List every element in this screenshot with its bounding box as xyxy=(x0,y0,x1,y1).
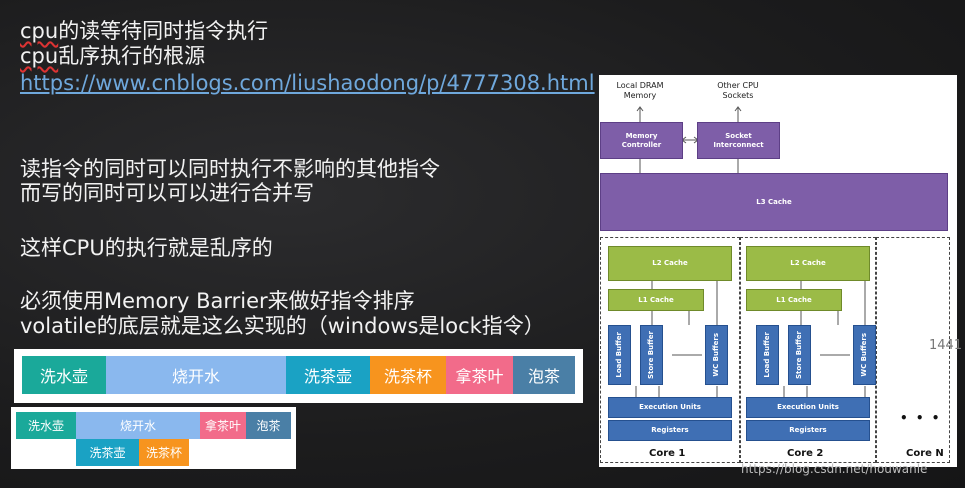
core2-store-buffer-label: Store Buffer xyxy=(795,330,803,380)
core2-wc-buffers-label: WC Buffers xyxy=(860,333,868,377)
timeline2-segment-get-tea: 拿茶叶 xyxy=(200,412,246,439)
core1-execution-units: Execution Units xyxy=(608,397,732,418)
parallel-timeline: 洗水壶 烧开水 拿茶叶 泡茶 洗茶壶 洗茶杯 xyxy=(11,407,296,469)
cpu-word: cpu xyxy=(20,19,59,43)
coren-container xyxy=(876,237,950,463)
core2-execution-units: Execution Units xyxy=(746,397,870,418)
core2-wc-buffers: WC Buffers xyxy=(853,325,876,385)
timeline2-segment-wash-teapot: 洗茶壶 xyxy=(76,439,139,466)
core1-label: Core 1 xyxy=(649,448,686,459)
timeline2-segment-boil-water: 烧开水 xyxy=(76,412,200,439)
core1-wc-buffers: WC Buffers xyxy=(705,325,728,385)
core2-label: Core 2 xyxy=(787,448,824,459)
text-line-volatile: volatile的底层就是这么实现的（windows是lock指令） xyxy=(20,314,545,338)
other-cpu-sockets-label: Other CPU Sockets xyxy=(717,81,759,100)
cpu-architecture-diagram: Local DRAM Memory Other CPU Sockets Memo… xyxy=(599,75,957,467)
core2-load-buffer-label: Load Buffer xyxy=(763,332,771,378)
core1-container xyxy=(600,237,740,463)
sequential-timeline: 洗水壶 烧开水 洗茶壶 洗茶杯 拿茶叶 泡茶 xyxy=(14,349,583,403)
core1-l2-cache: L2 Cache xyxy=(608,246,732,281)
reference-link[interactable]: https://www.cnblogs.com/liushaodong/p/47… xyxy=(20,71,595,95)
timeline-segment-boil-water: 烧开水 xyxy=(106,356,286,394)
line2-rest: 乱序执行的根源 xyxy=(58,44,206,68)
local-dram-label: Local DRAM Memory xyxy=(616,81,664,100)
core2-registers: Registers xyxy=(746,420,870,441)
timeline-segment-wash-teapot: 洗茶壶 xyxy=(286,356,370,394)
timeline-segment-brew-tea: 泡茶 xyxy=(513,356,575,394)
text-line-memory-barrier: 必须使用Memory Barrier来做好指令排序 xyxy=(20,289,415,313)
core2-store-buffer: Store Buffer xyxy=(788,325,811,385)
core1-load-buffer-label: Load Buffer xyxy=(615,332,623,378)
core1-registers: Registers xyxy=(608,420,732,441)
csdn-watermark: https://blog.csdn.net/houwanle xyxy=(741,462,928,476)
side-number: 1441 xyxy=(929,338,963,353)
timeline2-segment-brew-tea: 泡茶 xyxy=(246,412,291,439)
timeline2-segment-wash-cups: 洗茶杯 xyxy=(139,439,189,466)
core2-l1-cache: L1 Cache xyxy=(746,289,842,311)
memory-controller-box: Memory Controller xyxy=(600,122,683,159)
core1-wc-buffers-label: WC Buffers xyxy=(712,333,720,377)
core2-load-buffer: Load Buffer xyxy=(756,325,779,385)
l3-cache-box: L3 Cache xyxy=(600,173,948,231)
core1-load-buffer: Load Buffer xyxy=(608,325,631,385)
core1-l1-cache: L1 Cache xyxy=(608,289,704,311)
socket-interconnect-box: Socket Interconnect xyxy=(697,122,780,159)
text-line-read-parallel: 读指令的同时可以同时执行不影响的其他指令 xyxy=(20,157,440,181)
line1-rest: 的读等待同时指令执行 xyxy=(58,19,269,43)
timeline-segment-wash-kettle: 洗水壶 xyxy=(22,356,106,394)
timeline2-segment-wash-kettle: 洗水壶 xyxy=(16,412,76,439)
more-cores-ellipsis: • • • xyxy=(900,411,942,425)
core1-store-buffer-label: Store Buffer xyxy=(647,330,655,380)
timeline-segment-wash-cups: 洗茶杯 xyxy=(370,356,446,394)
coren-label: Core N xyxy=(906,448,944,459)
text-line-read-wait: cpu的读等待同时指令执行 xyxy=(20,19,268,43)
cpu-word-2: cpu xyxy=(20,44,59,68)
core2-l2-cache: L2 Cache xyxy=(746,246,870,281)
text-line-out-of-order: 这样CPU的执行就是乱序的 xyxy=(20,236,273,260)
text-line-write-merge: 而写的同时可以可以进行合并写 xyxy=(20,181,314,205)
core1-store-buffer: Store Buffer xyxy=(640,325,663,385)
timeline-segment-get-tea: 拿茶叶 xyxy=(446,356,513,394)
diagram-arrows xyxy=(635,106,866,397)
text-line-root-cause: cpu乱序执行的根源 xyxy=(20,44,205,68)
